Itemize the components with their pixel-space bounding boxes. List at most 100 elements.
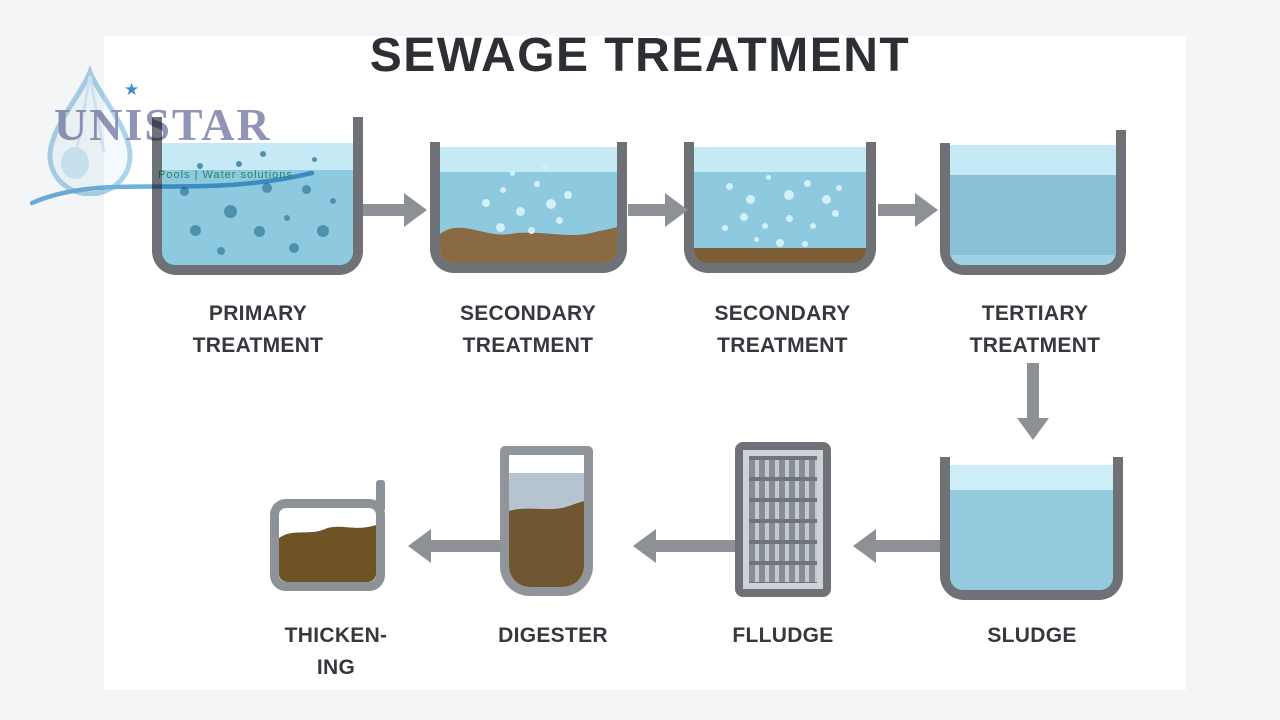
tertiary-tank-water: [950, 145, 1116, 265]
page-title: SEWAGE TREATMENT: [369, 29, 911, 82]
particle-dot: [224, 205, 237, 218]
arrow-head: [853, 529, 876, 563]
bubble-dot: [740, 213, 748, 221]
particle-dot: [317, 225, 329, 237]
particle-dot: [217, 247, 225, 255]
bubble-dot: [832, 210, 839, 217]
bubble-dot: [762, 223, 768, 229]
arrow-shaft: [878, 204, 917, 216]
sludge-tank-water: [950, 465, 1113, 590]
arrow-shaft: [363, 204, 406, 216]
bubble-dot: [766, 175, 771, 180]
bubble-dot: [726, 183, 733, 190]
secondary-treatment-tank-2: [684, 142, 876, 273]
water-bottom-band: [950, 255, 1116, 265]
label-line: DIGESTER: [498, 624, 608, 647]
particle-dot: [190, 225, 201, 236]
thickened-sludge: [279, 525, 376, 582]
bubble-dot: [802, 241, 808, 247]
bubble-dot: [546, 199, 556, 209]
arrow-shaft: [654, 540, 735, 552]
label-digester: DIGESTER: [473, 620, 633, 652]
particle-dot: [180, 187, 189, 196]
particle-dot: [236, 161, 242, 167]
flow-arrow-flludge-to-digester: [633, 529, 735, 563]
water-surface-band: [162, 143, 353, 170]
water-surface-band: [440, 147, 617, 172]
filter-grid: [749, 456, 817, 583]
flow-arrow-secondary-to-secondary: [628, 193, 688, 227]
primary-treatment-tank: [152, 117, 363, 275]
flow-arrow-primary-to-secondary: [363, 193, 427, 227]
secondary-tank-2-water: [694, 147, 866, 263]
sediment-mound: [440, 227, 617, 263]
arrow-head: [915, 193, 938, 227]
label-line: SECONDARY: [459, 302, 597, 325]
primary-tank-water: [162, 143, 353, 265]
label-line: TREATMENT: [717, 334, 848, 357]
label-tertiary-treatment: TERTIARY TREATMENT: [935, 298, 1135, 362]
arrow-head: [408, 529, 431, 563]
bubble-dot: [746, 195, 755, 204]
label-line: TREATMENT: [192, 334, 324, 357]
sediment-layer: [694, 248, 866, 263]
particle-dot: [260, 151, 266, 157]
arrow-head: [665, 193, 688, 227]
label-line: TERTIARY: [981, 302, 1089, 325]
label-line: SLUDGE: [987, 624, 1077, 647]
bubble-dot: [804, 180, 811, 187]
bubble-dot: [528, 227, 535, 234]
arrow-shaft: [628, 204, 667, 216]
bubble-dot: [786, 215, 793, 222]
water-surface-band: [950, 145, 1116, 175]
bubble-dot: [510, 171, 515, 176]
flow-arrow-tertiary-to-sludge: [1017, 363, 1049, 440]
particle-dot: [312, 157, 317, 162]
bubble-dot: [542, 165, 547, 170]
bubble-dot: [754, 237, 759, 242]
particle-dot: [289, 243, 299, 253]
label-line: TREATMENT: [462, 334, 594, 357]
label-flludge: FLLUDGE: [703, 620, 863, 652]
particle-dot: [197, 163, 203, 169]
label-thickening: THICKEN- ING: [256, 620, 416, 684]
water-surface-band: [694, 147, 866, 172]
bubble-dot: [822, 195, 831, 204]
bubble-dot: [836, 185, 842, 191]
label-line: FLLUDGE: [732, 624, 834, 647]
digester-vessel: [500, 446, 593, 596]
flow-arrow-digester-to-thickening: [408, 529, 500, 563]
tertiary-treatment-tank: [940, 130, 1126, 275]
digester-contents: [509, 473, 584, 587]
arrow-shaft: [1027, 363, 1039, 420]
bubble-dot: [776, 239, 784, 247]
tank-wall-extension: [1116, 130, 1126, 145]
arrow-head: [1017, 418, 1049, 440]
secondary-tank-1-water: [440, 147, 617, 263]
bubble-dot: [482, 199, 490, 207]
label-secondary-treatment-2: SECONDARY TREATMENT: [680, 298, 885, 362]
arrow-shaft: [874, 540, 940, 552]
container-wall-extension: [376, 480, 385, 510]
label-line: PRIMARY: [208, 302, 308, 325]
label-line: THICKEN-: [284, 624, 388, 647]
flow-arrow-sludge-to-flludge: [853, 529, 940, 563]
secondary-treatment-tank-1: [430, 142, 627, 273]
bubble-dot: [496, 223, 505, 232]
arrow-head: [404, 193, 427, 227]
label-sludge: SLUDGE: [952, 620, 1112, 652]
thickening-container: [270, 480, 385, 591]
label-primary-treatment: PRIMARY TREATMENT: [152, 298, 364, 362]
label-line: SECONDARY: [714, 302, 851, 325]
arrow-shaft: [429, 540, 500, 552]
flow-arrow-secondary-to-tertiary: [878, 193, 938, 227]
bubble-dot: [534, 181, 540, 187]
particle-dot: [254, 226, 265, 237]
arrow-head: [633, 529, 656, 563]
flludge-filter-unit: [735, 442, 831, 597]
bubble-dot: [516, 207, 525, 216]
sludge-tank: [940, 457, 1123, 600]
water-surface-band: [950, 465, 1113, 490]
particle-dot: [330, 198, 336, 204]
